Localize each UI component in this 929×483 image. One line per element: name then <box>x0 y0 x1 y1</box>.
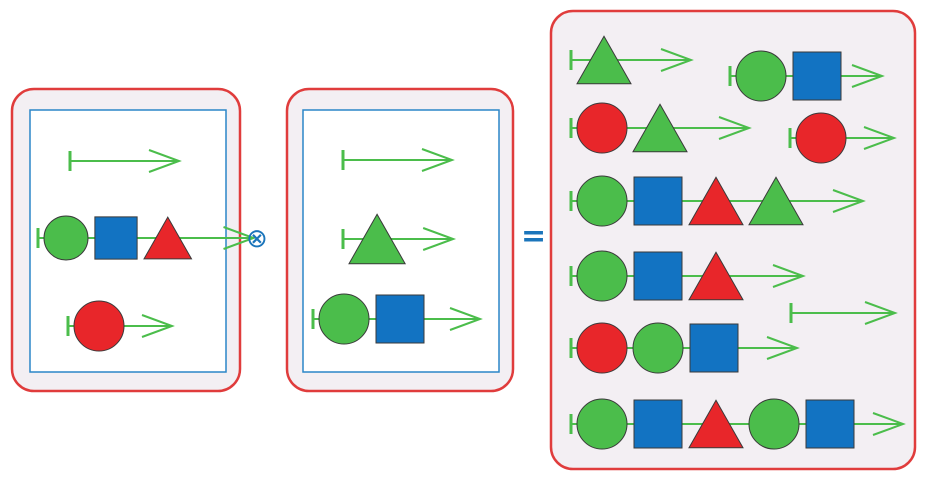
blue-square-part <box>633 399 683 449</box>
red-triangle-part <box>688 251 744 301</box>
red-circle-part <box>73 300 125 352</box>
red-triangle-part <box>688 399 744 449</box>
left-set-construct <box>68 149 182 173</box>
green-circle-part <box>576 175 628 227</box>
arrow-head <box>718 116 752 140</box>
green-triangle-part <box>348 213 407 265</box>
green-triangle-part <box>748 176 804 226</box>
result-set-construct <box>788 112 897 164</box>
blue-square-part <box>689 323 739 373</box>
green-circle-part <box>576 398 628 450</box>
arrow-head <box>832 189 866 213</box>
green-circle-part <box>318 293 370 345</box>
result-set-construct <box>789 301 898 325</box>
blue-square-part <box>633 176 683 226</box>
result-set-construct <box>569 102 752 154</box>
arrow-head <box>421 148 455 172</box>
green-triangle-part <box>632 103 688 153</box>
middle-set-construct <box>341 148 455 172</box>
red-circle-part <box>576 102 628 154</box>
arrow-head <box>772 264 806 288</box>
arrow-head <box>864 301 898 325</box>
green-triangle-part <box>576 35 632 85</box>
green-circle-part <box>43 215 89 261</box>
arrow-head <box>223 226 257 250</box>
green-circle-part <box>576 250 628 302</box>
blue-square-part <box>375 294 425 344</box>
red-circle-part <box>576 322 628 374</box>
blue-square-part <box>805 399 855 449</box>
arrow-head <box>851 64 885 88</box>
result-set-construct <box>728 50 885 102</box>
middle-set-construct <box>341 213 457 265</box>
arrow-head <box>148 149 182 173</box>
arrow-head <box>872 412 906 436</box>
blue-square-part <box>633 251 683 301</box>
blue-square-part <box>792 51 842 101</box>
left-set-construct <box>66 300 175 352</box>
arrow-head <box>141 314 175 338</box>
result-set-construct <box>569 175 866 227</box>
arrow-head <box>766 336 800 360</box>
red-circle-part <box>795 112 847 164</box>
red-triangle-part <box>688 176 744 226</box>
arrow-head <box>449 307 483 331</box>
tensor-product-operator: ⊗ <box>246 224 268 254</box>
green-circle-part <box>632 322 684 374</box>
middle-set-construct <box>311 293 483 345</box>
equals-operator: = <box>521 219 547 254</box>
result-set-construct <box>569 322 800 374</box>
result-set-construct <box>569 35 694 85</box>
arrow-head <box>863 126 897 150</box>
blue-square-part <box>94 216 138 260</box>
arrow-head <box>660 48 694 72</box>
arrow-head <box>422 227 457 251</box>
result-set-construct <box>569 250 806 302</box>
red-triangle-part <box>143 216 193 260</box>
result-set-construct <box>569 398 906 450</box>
green-circle-part <box>735 50 787 102</box>
green-circle-part <box>748 398 800 450</box>
left-set-construct <box>36 215 257 261</box>
